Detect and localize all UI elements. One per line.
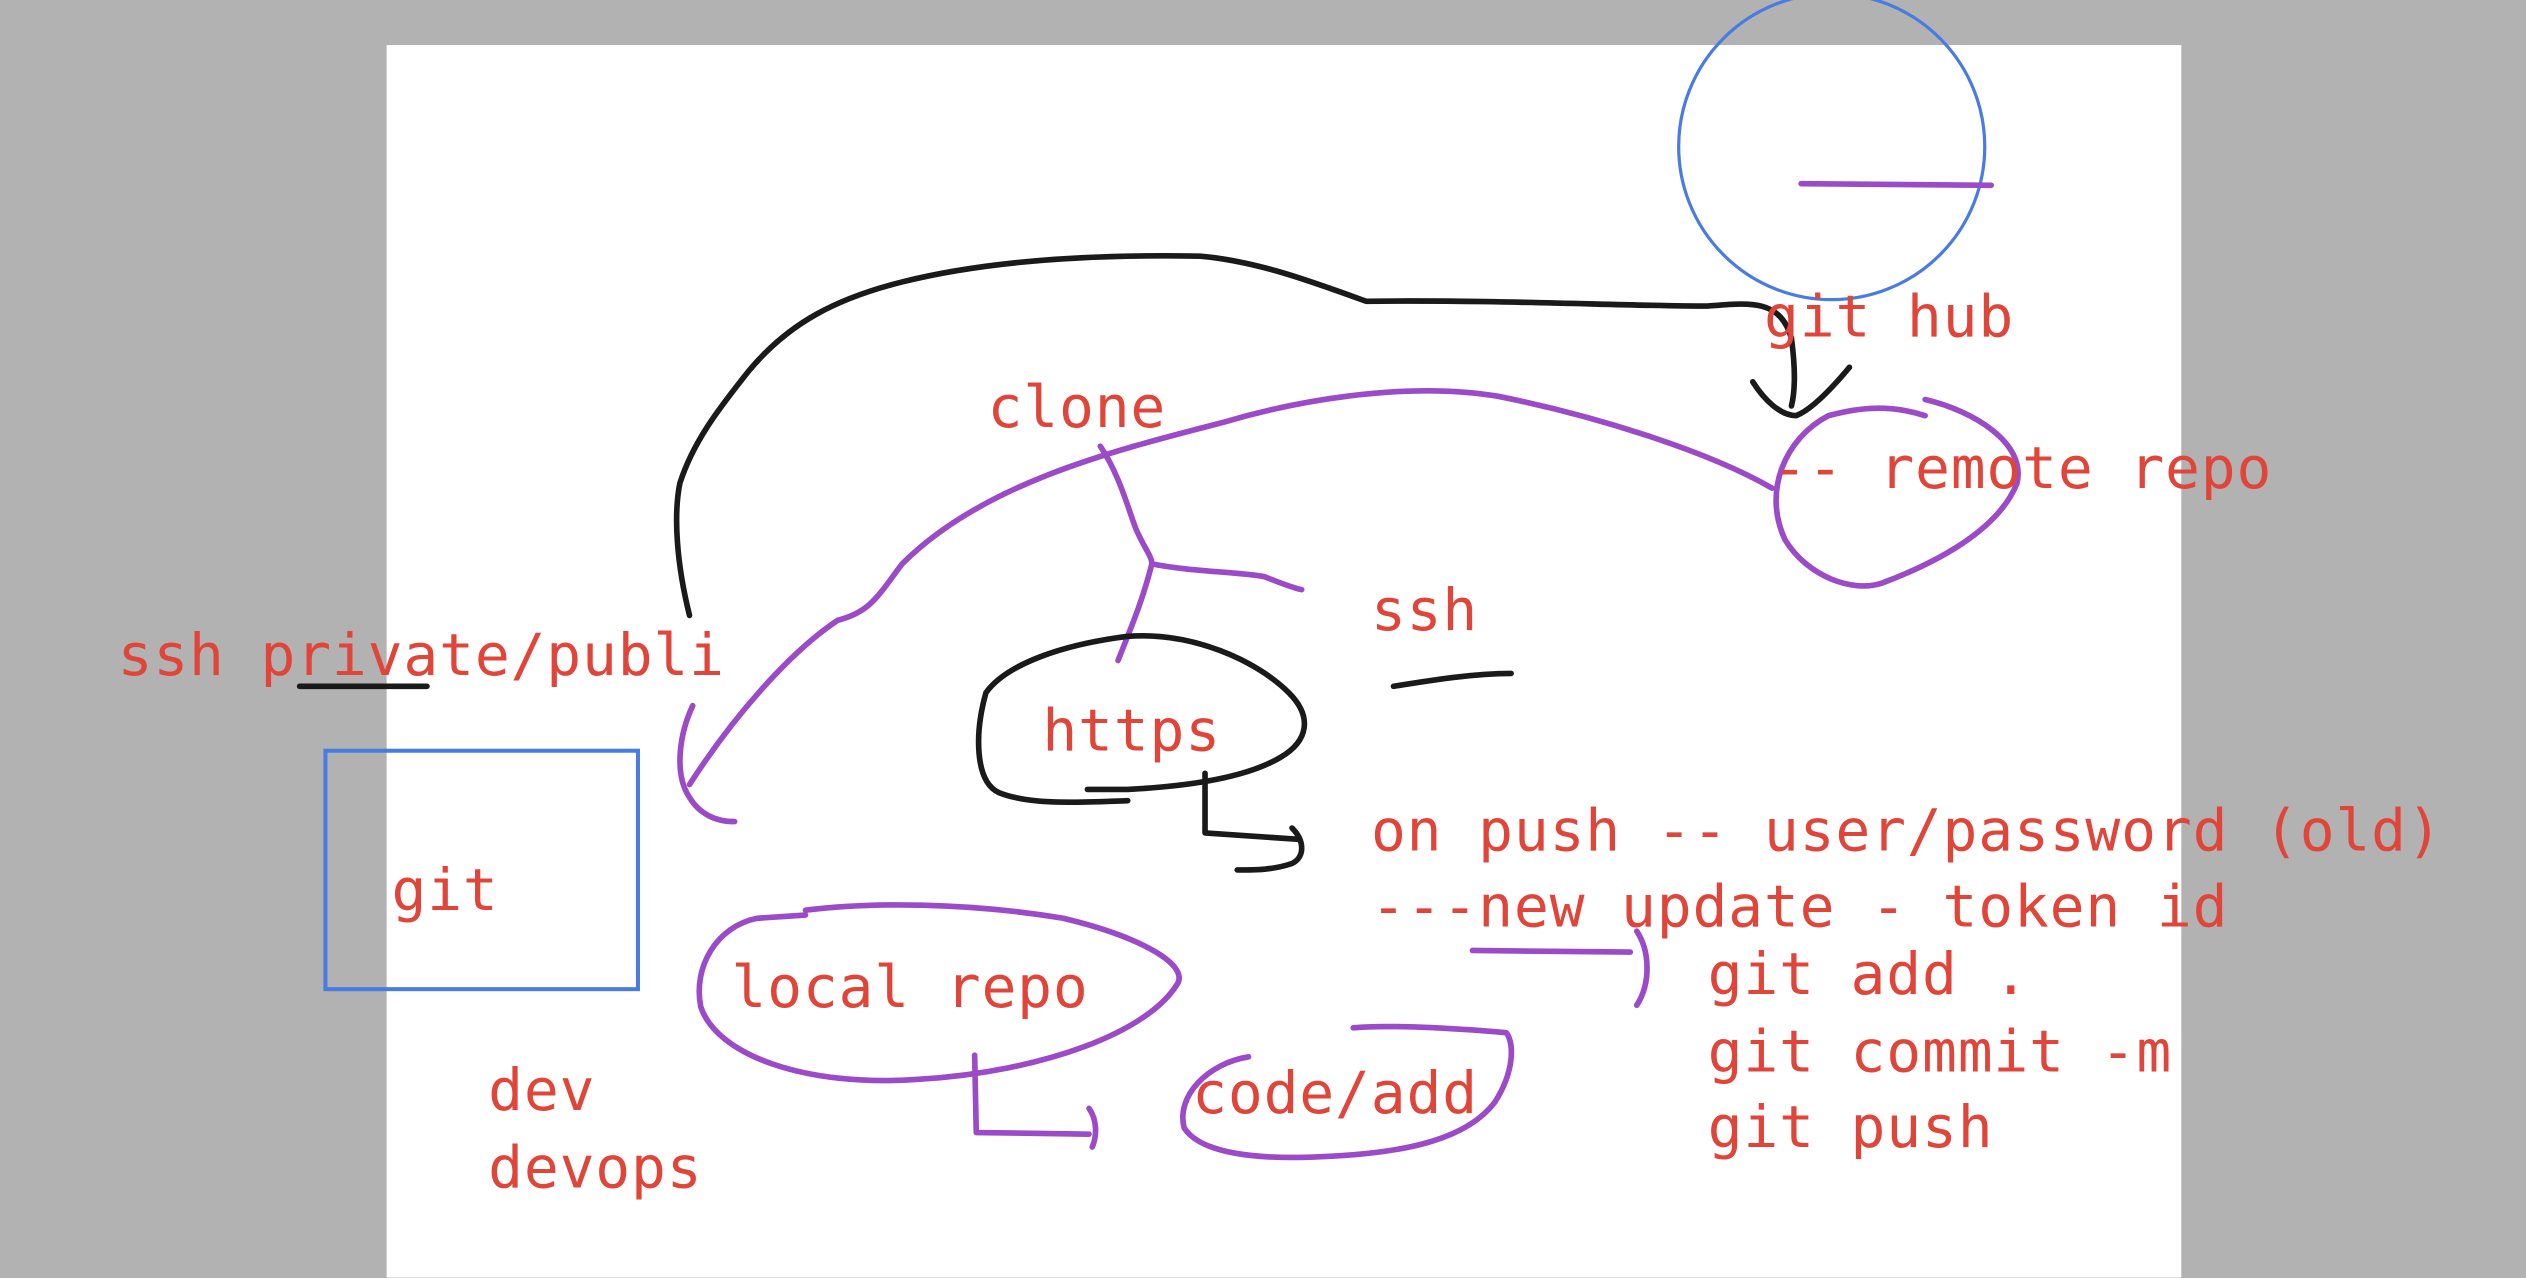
git-push-command: git push — [1707, 1095, 1994, 1162]
on-push-label: on push -- user/password (old) — [1370, 799, 2443, 866]
push-arrowhead — [1749, 364, 1853, 419]
remote-repo-circle — [1773, 396, 2021, 589]
ssh-dash — [1390, 670, 1514, 690]
github-circle — [1677, 0, 1987, 302]
devops-label: devops — [488, 1135, 703, 1202]
https-tick — [1234, 825, 1305, 873]
git-link-hook — [677, 702, 738, 825]
git-add-command: git add . — [1707, 942, 2030, 1009]
clone-arc — [686, 387, 1775, 788]
remote-repo-label: -- remote repo — [1772, 436, 2273, 503]
clone-branch — [1097, 443, 1155, 664]
commands-bracket — [1633, 928, 1650, 1009]
local-repo-circle — [696, 902, 1182, 1084]
https-arrow — [1202, 770, 1302, 843]
ssh-keys-label: ssh private/publi — [117, 623, 725, 690]
git-commit-command: git commit -m — [1707, 1019, 2173, 1086]
code-add-circle — [1180, 1023, 1515, 1161]
ssh-label: ssh — [1370, 578, 1479, 645]
clone-label: clone — [987, 375, 1167, 442]
local-to-code-tick — [1086, 1105, 1099, 1150]
black-strokes — [296, 252, 1853, 873]
local-repo-label: local repo — [731, 955, 1089, 1022]
https-label: https — [1042, 699, 1221, 766]
purple-strokes — [677, 180, 2021, 1161]
token-underline — [1469, 947, 1634, 955]
https-circle — [975, 632, 1308, 806]
clone-ssh-branch — [1149, 561, 1305, 593]
whiteboard-canvas[interactable] — [386, 45, 2182, 1278]
git-label: git — [391, 858, 499, 925]
local-to-code-arrow — [971, 1052, 1092, 1137]
code-add-label: code/add — [1192, 1061, 1478, 1128]
push-arc — [673, 252, 1798, 619]
github-dash — [1798, 180, 1995, 189]
git-box — [323, 748, 640, 992]
git-hub-label: git hub — [1764, 285, 2015, 352]
dev-label: dev — [488, 1058, 596, 1125]
new-update-label: ---new update - token id — [1370, 874, 2229, 941]
